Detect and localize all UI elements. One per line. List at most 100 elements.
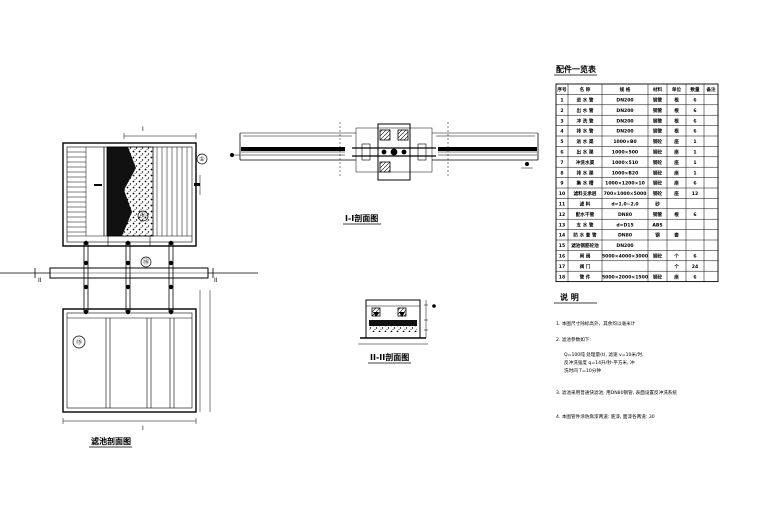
table-cell: 12 <box>692 191 698 197</box>
table-cell: 套 <box>674 232 679 239</box>
table-cell: 座 <box>673 148 679 155</box>
note-2-line-1: Q=100吨 处理量(t), 滤速 v=10米/时, <box>564 351 644 358</box>
table-cell: 1 <box>693 170 696 176</box>
callout-1: ① <box>199 156 204 163</box>
table-cell: 防 水 套 管 <box>573 232 597 239</box>
table-cell: 1000×510 <box>612 160 638 166</box>
table-cell: 排 水 渠 <box>577 169 594 176</box>
table-cell: 11 <box>559 201 565 207</box>
table-cell: 1 <box>560 97 563 103</box>
section-1-title: I-I剖面图 <box>345 213 378 223</box>
table-cell: 滤 料 <box>580 200 591 207</box>
table-cell: 钢管 <box>653 211 663 218</box>
table-cell: 6 <box>693 274 696 280</box>
vertical-pipes <box>83 242 174 312</box>
table-cell: 4 <box>560 129 563 135</box>
table-cell: 10 <box>559 191 565 197</box>
table-cell: 6 <box>693 97 696 103</box>
table-cell: 8 <box>560 170 563 176</box>
table-cell: 座 <box>673 138 679 145</box>
table-cell: DN80 <box>618 233 632 239</box>
header-pipe <box>0 267 258 279</box>
table-cell: DN200 <box>616 97 633 103</box>
table-cell: DN200 <box>616 108 633 114</box>
table-cell: 管 件 <box>580 273 591 280</box>
table-cell: 6 <box>693 253 696 259</box>
table-cell: 滤池钢筋砼池 <box>571 242 599 249</box>
table-cell: 根 <box>674 117 679 124</box>
table-cell: 钢砼 <box>653 148 663 155</box>
table-cell: 3 <box>560 118 563 124</box>
table-cell: 2 <box>560 108 563 114</box>
table-cell: 座 <box>673 273 679 280</box>
table-cell: 集 水 槽 <box>576 180 594 187</box>
notes-title: 说 明 <box>560 292 579 302</box>
table-header-cell: 序号 <box>557 86 567 93</box>
table-cell: 闸 阀 <box>580 252 591 259</box>
table-header-cell: 单位 <box>672 86 682 93</box>
table-cell: 17 <box>559 264 565 270</box>
table-header-cell: 备注 <box>705 86 716 93</box>
table-cell: 座 <box>673 180 679 187</box>
plan-callouts: ① ⑪ ⑯ ⑮ I I II II <box>38 126 218 432</box>
table-cell: 6 <box>693 181 696 187</box>
table-cell: 根 <box>674 107 679 114</box>
note-3: 3. 滤池采用普通快滤池, 用DN80钢管, 表面设置反冲洗系统 <box>556 389 677 396</box>
table-cell: 钢砼 <box>653 180 663 187</box>
table-cell: 1 <box>693 139 696 145</box>
table-cell: 9 <box>560 181 563 187</box>
table-header-cell: 材料 <box>652 86 663 93</box>
right-bar-panel <box>156 147 188 236</box>
table-cell: 钢管 <box>653 128 663 135</box>
table-cell: DN80 <box>618 212 632 218</box>
table-cell: 5000×4000×3000 <box>602 253 648 259</box>
table-cell: 座 <box>673 169 679 176</box>
table-cell: 出 水 管 <box>577 107 594 114</box>
table-header-cell: 数量 <box>690 86 700 93</box>
section-2-2-view <box>358 299 436 345</box>
table-cell: 5000×2000×1500 <box>602 274 648 280</box>
table-border <box>555 83 719 283</box>
table-cell: 钢管 <box>653 96 663 103</box>
callout-11: ⑪ <box>140 212 146 220</box>
table-cell: 15 <box>559 243 565 249</box>
table-cell: 700×1000×5000 <box>604 191 647 197</box>
table-cell: 个 <box>673 263 679 270</box>
table-cell: 1000×B0 <box>613 139 636 145</box>
table-cell: 排 水 管 <box>577 128 594 135</box>
table-cell: d=1.0~2.0 <box>611 201 638 207</box>
table-cell: 钢管 <box>653 107 663 114</box>
table-cell: 钢砼 <box>653 252 663 259</box>
table-cell: 钢砼 <box>653 138 663 145</box>
table-cell: 1000×B20 <box>612 170 639 176</box>
table-cell: d=D15 <box>616 222 633 228</box>
section-2-title: II-II剖面图 <box>370 352 409 362</box>
table-cell: 座 <box>673 190 679 197</box>
table-cell: 配水干管 <box>576 211 595 218</box>
table-cell: 5 <box>560 139 563 145</box>
table-title: 配件一览表 <box>556 64 597 74</box>
callout-15: ⑮ <box>76 338 82 346</box>
table-header-cell: 规 格 <box>620 86 631 93</box>
table-header-cell: 名 称 <box>580 86 591 93</box>
table-cell: 6 <box>693 212 696 218</box>
table-cell: 6 <box>693 129 696 135</box>
table-cell: 冲洗水渠 <box>576 159 595 166</box>
table-cell: 24 <box>692 264 698 270</box>
note-1: 1. 本图尺寸除标高外，其余均以毫米计 <box>556 320 636 327</box>
table-cell: 1000×1200×10 <box>605 181 645 187</box>
table-cell: 阀 门 <box>580 263 591 270</box>
filter-plan-view <box>0 133 258 424</box>
table-cell: 钢砼 <box>653 169 663 176</box>
table-cell: 1 <box>693 160 696 166</box>
table-cell: 根 <box>674 128 679 135</box>
table-cell: 钢 <box>655 232 660 239</box>
section-1-1-view <box>229 122 539 181</box>
table-cell: 出 水 渠 <box>577 148 594 155</box>
table-cell: 钢管 <box>653 117 663 124</box>
table-cell: 6 <box>693 108 696 114</box>
table-cell: 6 <box>693 118 696 124</box>
table-cell: ABS <box>652 222 662 228</box>
